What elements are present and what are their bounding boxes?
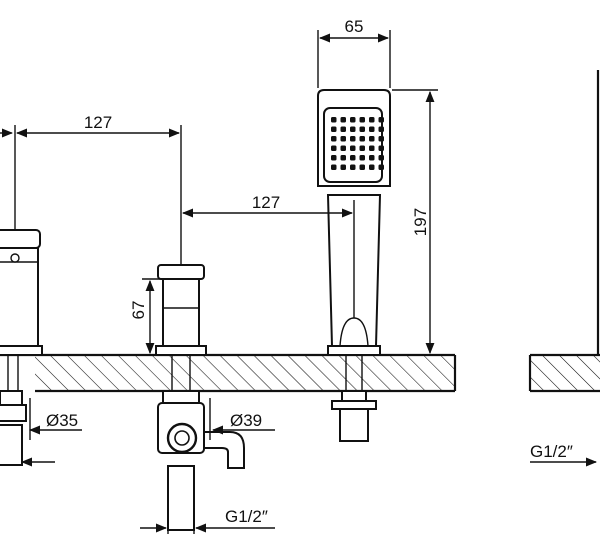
nozzle-dot bbox=[378, 136, 384, 142]
nozzle-dot bbox=[340, 136, 346, 142]
nozzle-dot bbox=[350, 155, 356, 161]
dim-diameter-center: Ø39 bbox=[209, 398, 275, 440]
dim-handshower-height: 197 bbox=[392, 89, 438, 355]
nozzle-dot bbox=[369, 155, 375, 161]
nozzle-dot bbox=[331, 155, 337, 161]
dim-label-65: 65 bbox=[345, 17, 364, 36]
nozzle-dot bbox=[378, 155, 384, 161]
dim-label-g12-right: G1/2″ bbox=[530, 442, 573, 461]
nozzle-dot bbox=[340, 145, 346, 151]
dim-label-d35: Ø35 bbox=[46, 411, 78, 430]
center-valve bbox=[155, 264, 245, 531]
dim-thread-right: G1/2″ bbox=[530, 442, 598, 467]
nozzle-dot bbox=[378, 117, 384, 123]
dim-label-67: 67 bbox=[129, 301, 148, 320]
dim-spacing-middle: 127 bbox=[181, 193, 355, 318]
nozzle-dot bbox=[369, 126, 375, 132]
nozzle-dot bbox=[359, 145, 365, 151]
nozzle-dot bbox=[350, 164, 356, 170]
nozzle-dot bbox=[359, 117, 365, 123]
left-valve bbox=[0, 229, 43, 466]
dim-diameter-left: Ø35 bbox=[28, 398, 82, 440]
dim-thread-center: G1/2″ bbox=[140, 507, 275, 534]
nozzle-dot bbox=[331, 145, 337, 151]
dim-label-g12-center: G1/2″ bbox=[225, 507, 268, 526]
nozzle-dot bbox=[350, 126, 356, 132]
nozzle-dot bbox=[340, 126, 346, 132]
nozzle-dot bbox=[340, 164, 346, 170]
nozzle-dot bbox=[378, 145, 384, 151]
dim-label-127-top: 127 bbox=[84, 113, 112, 132]
nozzle-dot bbox=[378, 164, 384, 170]
nozzle-dot bbox=[369, 145, 375, 151]
nozzle-dot bbox=[359, 164, 365, 170]
nozzle-dot bbox=[331, 164, 337, 170]
nozzle-dot bbox=[340, 117, 346, 123]
deck-surface-right bbox=[528, 70, 600, 393]
nozzle-dot bbox=[340, 155, 346, 161]
nozzle-dot bbox=[369, 117, 375, 123]
nozzle-dot bbox=[331, 126, 337, 132]
nozzle-dot bbox=[359, 126, 365, 132]
dim-label-127-middle: 127 bbox=[252, 193, 280, 212]
dim-label-d39: Ø39 bbox=[230, 411, 262, 430]
nozzle-dot bbox=[378, 126, 384, 132]
nozzle-dot bbox=[369, 164, 375, 170]
nozzle-dot bbox=[350, 136, 356, 142]
dim-valve-height: 67 bbox=[129, 278, 162, 355]
dim-spacing-top: 127 bbox=[0, 113, 182, 265]
deck-surface bbox=[0, 353, 457, 393]
dim-handshower-width: 65 bbox=[317, 17, 391, 88]
nozzle-dot bbox=[359, 136, 365, 142]
nozzle-dot bbox=[331, 117, 337, 123]
spray-nozzles bbox=[331, 117, 384, 170]
nozzle-dot bbox=[359, 155, 365, 161]
nozzle-dot bbox=[350, 145, 356, 151]
nozzle-dot bbox=[331, 136, 337, 142]
dim-label-197: 197 bbox=[411, 208, 430, 236]
nozzle-dot bbox=[369, 136, 375, 142]
nozzle-dot bbox=[350, 117, 356, 123]
